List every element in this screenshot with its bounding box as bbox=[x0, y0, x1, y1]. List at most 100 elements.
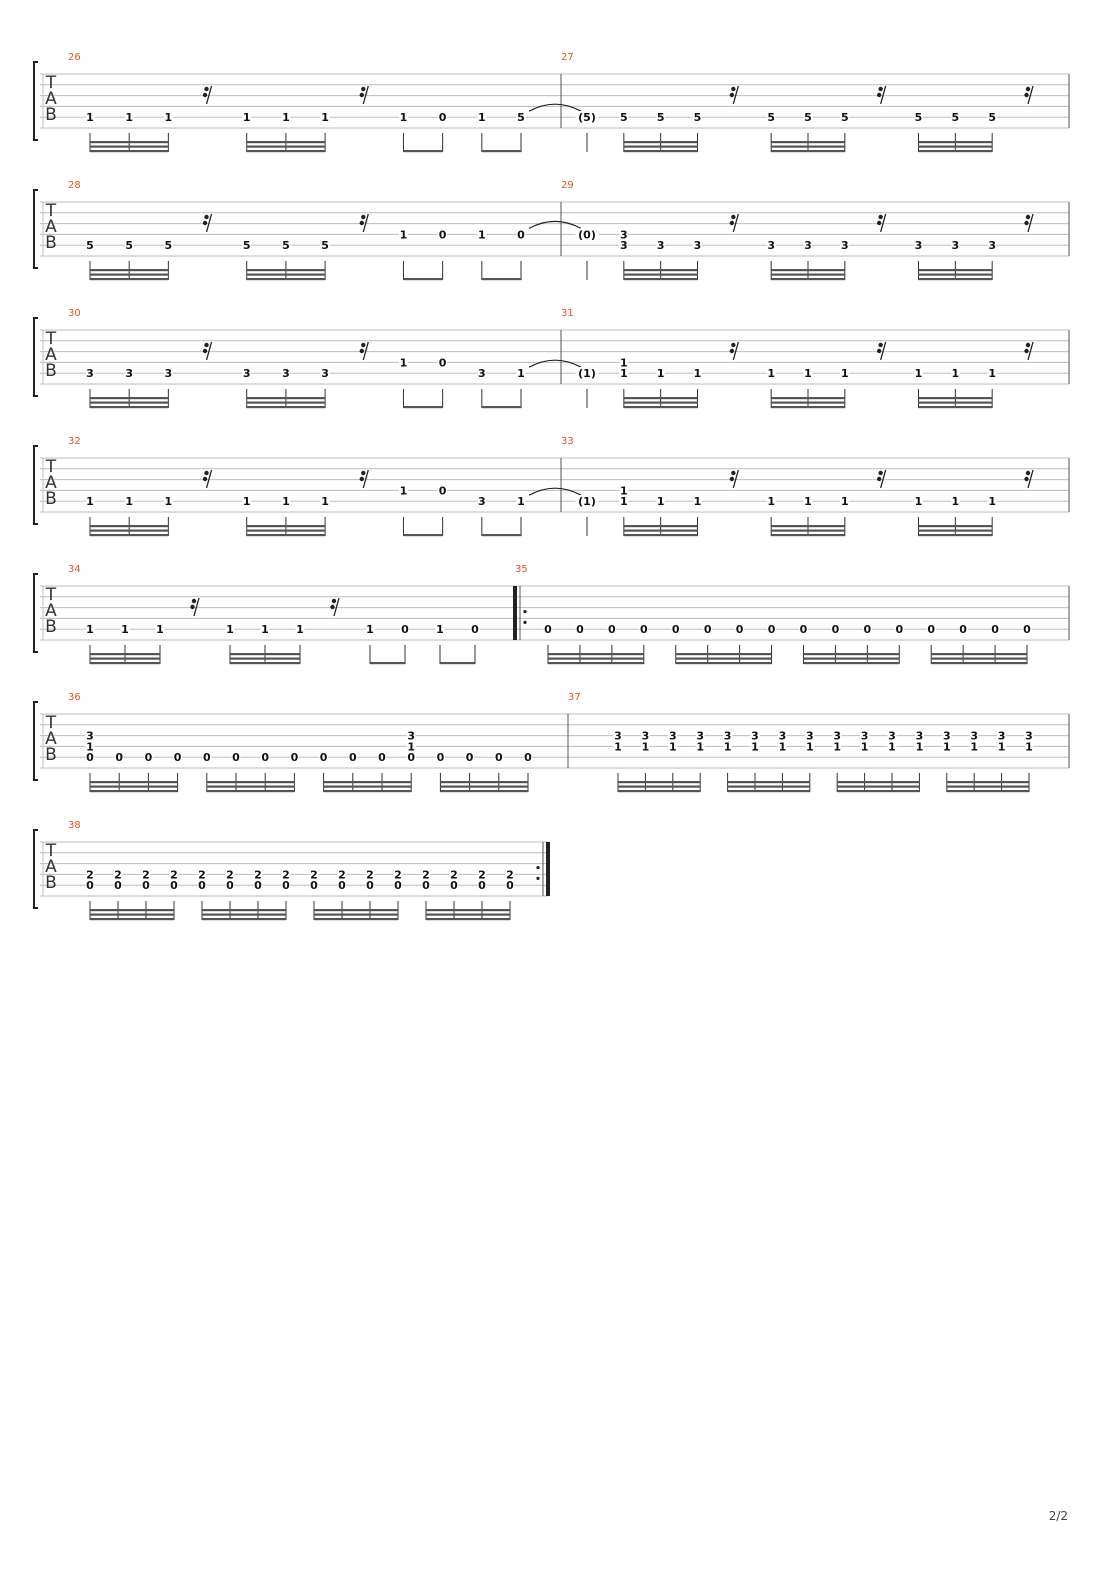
rest-flag-dot bbox=[878, 86, 883, 92]
bar-number: 37 bbox=[568, 692, 581, 703]
fret-number: 2 bbox=[114, 868, 122, 881]
fret-number: 3 bbox=[657, 239, 665, 252]
beam bbox=[90, 273, 169, 276]
rest-flag-dot bbox=[361, 342, 366, 348]
tab-beat: 20 bbox=[85, 868, 95, 920]
fret-mask bbox=[114, 751, 124, 763]
rest-flag-dot bbox=[729, 220, 735, 226]
tab-clef-letter: B bbox=[45, 489, 57, 509]
sixteenth-rest-icon bbox=[876, 85, 887, 105]
fret-number: 0 bbox=[437, 751, 445, 764]
beam bbox=[623, 273, 698, 276]
beam bbox=[90, 525, 169, 528]
fret-mask bbox=[619, 495, 629, 507]
fret-mask bbox=[887, 740, 897, 752]
rest-stem bbox=[362, 469, 369, 489]
sixteenth-rest-icon bbox=[1024, 469, 1034, 489]
fret-number: 2 bbox=[422, 868, 430, 881]
fret-mask bbox=[85, 879, 95, 891]
tie-arc bbox=[528, 220, 582, 229]
rest-flag-dot bbox=[359, 92, 364, 98]
fret-mask bbox=[750, 740, 760, 752]
fret-mask bbox=[798, 623, 808, 635]
beam bbox=[623, 150, 698, 153]
fret-mask bbox=[505, 868, 515, 880]
rest-stem bbox=[732, 213, 739, 233]
fret-number: 1 bbox=[804, 495, 812, 508]
tab-beat: 0 bbox=[400, 623, 410, 664]
rest-flag-dot bbox=[729, 348, 735, 354]
fret-number: 5 bbox=[321, 239, 329, 252]
bar-number: 32 bbox=[68, 436, 81, 447]
beam bbox=[440, 785, 528, 788]
fret-number: (0) bbox=[578, 228, 596, 241]
fret-number: 5 bbox=[86, 239, 94, 252]
fret-number: 2 bbox=[310, 868, 318, 881]
beam bbox=[918, 406, 993, 409]
fret-mask bbox=[438, 228, 448, 240]
fret-mask bbox=[656, 367, 666, 379]
fret-mask bbox=[575, 228, 599, 240]
rest-flag-dot bbox=[202, 220, 208, 226]
fret-mask bbox=[516, 111, 526, 123]
fret-number: 3 bbox=[86, 367, 94, 380]
fret-number: 2 bbox=[506, 868, 514, 881]
fret-mask bbox=[575, 495, 599, 507]
fret-mask bbox=[619, 356, 629, 368]
fret-mask bbox=[969, 740, 979, 752]
rest-flag-dot bbox=[1024, 476, 1029, 482]
fret-number: 1 bbox=[125, 111, 133, 124]
fret-mask bbox=[449, 879, 459, 891]
fret-number: 0 bbox=[86, 879, 94, 892]
fret-mask bbox=[990, 623, 1000, 635]
fret-number: 3 bbox=[804, 239, 812, 252]
fret-number: 0 bbox=[407, 751, 415, 764]
bar-number: 35 bbox=[515, 564, 528, 575]
fret-mask bbox=[470, 623, 480, 635]
fret-mask bbox=[398, 484, 408, 496]
repeat-dot bbox=[536, 876, 540, 881]
tab-beat: 33 bbox=[619, 228, 629, 280]
fret-number: 1 bbox=[620, 484, 628, 497]
tab-beat: 1 bbox=[365, 623, 375, 664]
fret-mask bbox=[766, 495, 776, 507]
fret-number: 1 bbox=[694, 495, 702, 508]
fret-number: 0 bbox=[174, 751, 182, 764]
fret-mask bbox=[840, 111, 850, 123]
fret-mask bbox=[1024, 729, 1034, 741]
fret-mask bbox=[225, 879, 235, 891]
rest-flag-dot bbox=[202, 476, 208, 482]
beam bbox=[481, 150, 521, 153]
beam bbox=[246, 397, 326, 400]
system-bracket bbox=[33, 573, 38, 653]
beam bbox=[246, 529, 326, 532]
fret-number: 3 bbox=[282, 367, 290, 380]
fret-mask bbox=[438, 484, 448, 496]
beam bbox=[803, 657, 900, 660]
fret-mask bbox=[803, 239, 813, 251]
fret-mask bbox=[693, 367, 702, 379]
beam bbox=[837, 785, 920, 788]
fret-number: 3 bbox=[694, 239, 702, 252]
fret-number: 3 bbox=[642, 730, 650, 743]
fret-mask bbox=[398, 111, 408, 123]
system-bracket bbox=[33, 701, 38, 781]
beam bbox=[230, 662, 300, 665]
fret-number: 0 bbox=[640, 623, 648, 636]
beam bbox=[246, 534, 326, 537]
fret-number: 3 bbox=[478, 495, 486, 508]
tab-beat: 20 bbox=[393, 868, 403, 920]
rest-stem bbox=[1027, 469, 1034, 489]
fret-mask bbox=[619, 228, 629, 240]
fret-mask bbox=[85, 729, 95, 741]
fret-mask bbox=[516, 495, 526, 507]
beam bbox=[206, 785, 295, 788]
fret-mask bbox=[320, 495, 330, 507]
fret-number: 2 bbox=[198, 868, 206, 881]
tab-clef-letter: A bbox=[45, 473, 57, 493]
beam bbox=[246, 273, 326, 276]
fret-mask bbox=[639, 623, 649, 635]
rest-flag-dot bbox=[878, 342, 883, 348]
fret-number: 3 bbox=[779, 730, 787, 743]
